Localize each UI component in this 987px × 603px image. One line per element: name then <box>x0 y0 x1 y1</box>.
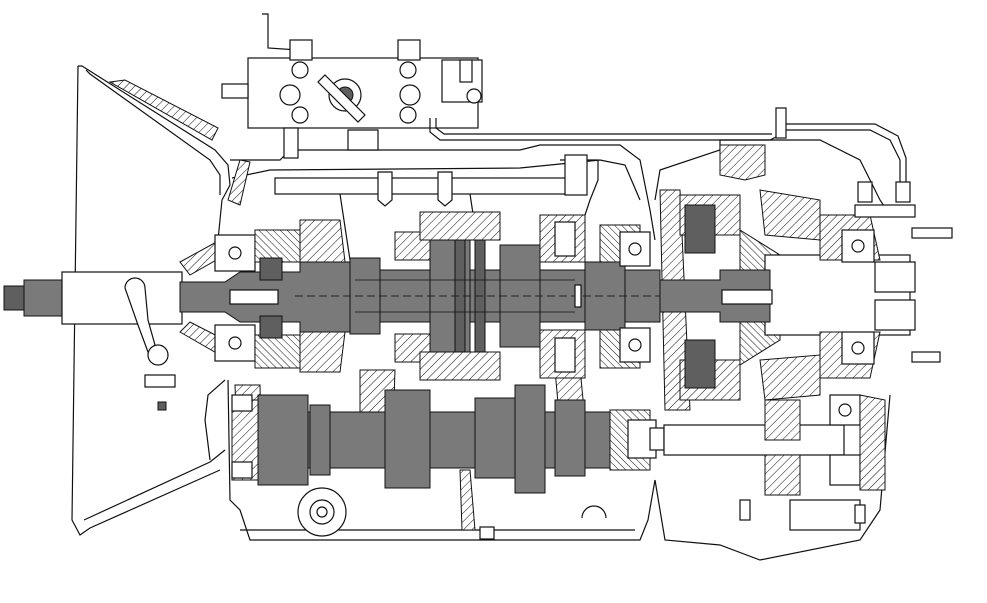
bell-housing <box>71 65 231 536</box>
input-bearing-area <box>179 229 301 369</box>
oil-pump <box>297 487 607 540</box>
range-section <box>654 139 953 561</box>
shift-control-block <box>221 13 483 159</box>
air-lines <box>429 107 907 216</box>
main-shaft-gears <box>299 211 651 381</box>
countershaft <box>231 384 665 494</box>
input-shaft <box>3 271 183 411</box>
main-shaft <box>179 237 720 355</box>
shift-rail <box>274 154 588 261</box>
range-output-shaft <box>663 394 886 531</box>
